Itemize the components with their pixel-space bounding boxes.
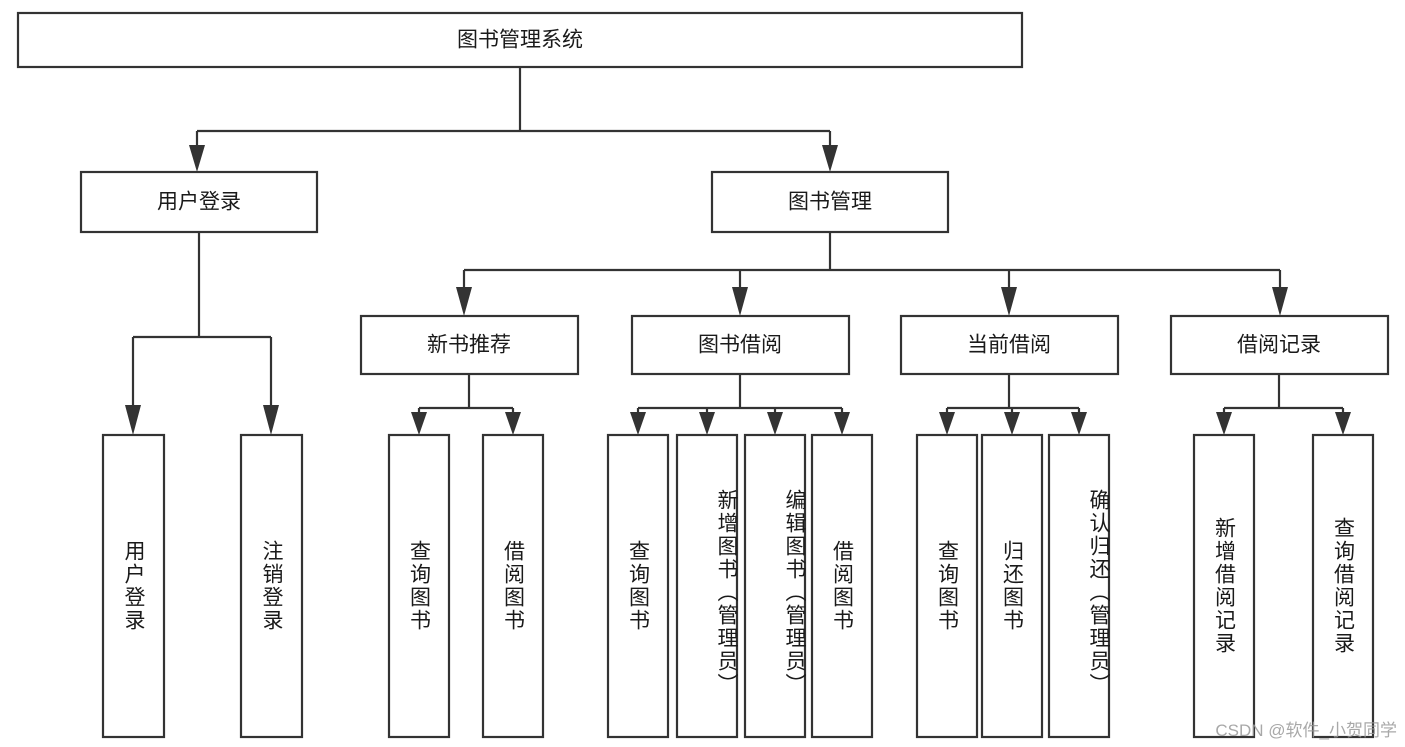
connector-root-to-level2 — [189, 67, 838, 172]
leaf-box-query-record[interactable] — [1311, 433, 1375, 739]
leaf-box-add-record[interactable] — [1192, 433, 1256, 739]
node-new-book-recommend-label: 新书推荐 — [427, 334, 511, 357]
node-borrow-record-label: 借阅记录 — [1237, 334, 1321, 357]
arrowhead-current-borrow — [1001, 287, 1017, 316]
arrowhead-book-manage — [822, 145, 838, 172]
node-book-manage[interactable]: 图书管理 — [710, 170, 950, 234]
node-borrow-record[interactable]: 借阅记录 — [1169, 314, 1390, 376]
node-root-box[interactable] — [16, 11, 1024, 69]
node-book-borrow[interactable]: 图书借阅 — [630, 314, 851, 376]
node-root-label: 图书管理系统 — [457, 29, 583, 52]
leaf-box-return-book[interactable] — [980, 433, 1044, 739]
node-new-book-recommend-box[interactable] — [359, 314, 580, 376]
node-book-manage-label: 图书管理 — [788, 191, 872, 214]
leaf-box-query-book-1[interactable] — [387, 433, 451, 739]
connector-current-borrow-to-leaves — [939, 374, 1087, 435]
node-root[interactable]: 图书管理系统 — [16, 11, 1024, 69]
node-user-login-box[interactable] — [79, 170, 319, 234]
connector-new-book-recommend-to-leaves — [411, 374, 521, 435]
leaf-box-borrow-book-2[interactable] — [810, 433, 874, 739]
arrowhead-user-login — [189, 145, 205, 172]
connector-book-borrow-to-leaves — [630, 374, 850, 435]
leaf-box-user-login[interactable] — [101, 433, 166, 739]
arrowhead-new-book-recommend — [456, 287, 472, 316]
node-current-borrow[interactable]: 当前借阅 — [899, 314, 1120, 376]
node-new-book-recommend[interactable]: 新书推荐 — [359, 314, 580, 376]
arrowhead-leaf-user-login — [125, 405, 141, 435]
leaf-box-logout[interactable] — [239, 433, 304, 739]
leaf-box-edit-book[interactable] — [743, 433, 807, 739]
node-current-borrow-box[interactable] — [899, 314, 1120, 376]
arrowhead-leaf-logout — [263, 405, 279, 435]
node-current-borrow-label: 当前借阅 — [967, 334, 1051, 357]
leaf-box-query-book-2[interactable] — [606, 433, 670, 739]
arrowhead-book-borrow — [732, 287, 748, 316]
leaf-box-add-book[interactable] — [675, 433, 739, 739]
node-user-login[interactable]: 用户登录 — [79, 170, 319, 234]
leaf-box-query-book-3[interactable] — [915, 433, 979, 739]
leaf-box-borrow-book-1[interactable] — [481, 433, 545, 739]
connector-user-login-to-leaves — [125, 232, 279, 435]
connector-book-manage-to-level3 — [456, 232, 1288, 316]
arrowhead-borrow-record — [1272, 287, 1288, 316]
leaf-box-confirm-return[interactable] — [1047, 433, 1111, 739]
node-book-borrow-label: 图书借阅 — [698, 334, 782, 357]
node-user-login-label: 用户登录 — [157, 191, 241, 214]
csdn-watermark: CSDN @软件_小贺同学 — [1215, 721, 1397, 740]
connector-borrow-record-to-leaves — [1216, 374, 1351, 435]
